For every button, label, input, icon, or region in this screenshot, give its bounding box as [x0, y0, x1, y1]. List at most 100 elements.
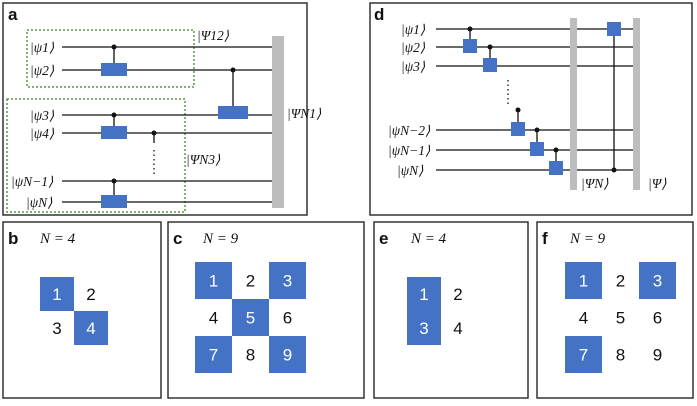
panel-f-frame — [536, 221, 694, 399]
control-dot — [230, 67, 236, 73]
barrier-1 — [570, 18, 577, 190]
barrier — [272, 36, 284, 208]
group-box-lower — [6, 98, 186, 213]
panel-c-label: c — [173, 229, 182, 248]
grid-cell-number: 4 — [209, 309, 218, 328]
panel-e-grid: 1 2 3 4 — [407, 277, 463, 345]
active-cell — [40, 277, 74, 311]
gate-box — [607, 22, 621, 36]
grid-cell-number: 6 — [653, 309, 662, 328]
grid-cell-number: 2 — [616, 272, 625, 291]
group-state-label: |ΨN⟩ — [581, 176, 609, 191]
ket-label: |ψN−1⟩ — [11, 174, 54, 189]
grid-cell-number: 8 — [246, 346, 255, 365]
panel-c-frame — [167, 221, 365, 399]
ket-label: |ψ4⟩ — [30, 126, 55, 141]
grid-cell-number: 3 — [52, 319, 61, 338]
control-dot — [111, 112, 117, 118]
grid-cell-number: 2 — [453, 285, 462, 304]
gate-box — [218, 106, 248, 119]
panel-e-title: N = 4 — [410, 231, 447, 247]
ket-label: |ψN⟩ — [397, 163, 424, 178]
grid-cell-number: 1 — [52, 285, 61, 304]
grid-cell-number: 1 — [209, 272, 218, 291]
grid-cell-number: 7 — [579, 346, 588, 365]
barrier-2 — [633, 18, 640, 190]
gate-box — [101, 195, 127, 208]
panel-b-title: N = 4 — [39, 231, 76, 247]
panel-e-frame — [373, 221, 529, 399]
gate-box — [530, 142, 544, 156]
panel-a-frame — [2, 2, 308, 216]
control-dot — [534, 127, 540, 133]
panel-c-grid: 1 2 3 4 5 6 7 8 9 — [195, 262, 306, 373]
ket-label: |ψ2⟩ — [401, 40, 426, 55]
gate-box — [549, 161, 563, 175]
panel-a-gates — [101, 44, 248, 208]
grid-cell-number: 1 — [579, 272, 588, 291]
group-state-label: |ΨN3⟩ — [186, 152, 221, 167]
panel-b-frame — [2, 221, 162, 399]
group-state-label: |ΨN1⟩ — [287, 106, 322, 121]
ket-label: |ψ3⟩ — [401, 59, 426, 74]
control-dot — [151, 130, 157, 136]
ket-label: |ψN⟩ — [26, 195, 53, 210]
gate-box — [101, 126, 127, 139]
active-cell — [269, 262, 306, 299]
gate-box — [511, 122, 525, 136]
active-cell — [195, 262, 232, 299]
panel-d-gates — [463, 22, 621, 175]
gate-box — [101, 63, 127, 76]
control-dot — [553, 147, 559, 153]
group-state-label: |Ψ12⟩ — [197, 28, 230, 43]
grid-cell-number: 3 — [653, 272, 662, 291]
ket-label: |ψN−1⟩ — [388, 143, 431, 158]
panel-f-label: f — [542, 229, 548, 248]
grid-cell-number: 9 — [283, 346, 292, 365]
grid-cell-number: 8 — [616, 346, 625, 365]
control-dot — [487, 44, 493, 50]
grid-cell-number: 5 — [246, 309, 255, 328]
ket-label: |ψ2⟩ — [30, 63, 55, 78]
grid-cell-number: 2 — [86, 285, 95, 304]
gate-box — [483, 58, 497, 72]
panel-c-title: N = 9 — [202, 231, 239, 247]
panel-d-frame — [369, 2, 693, 216]
active-cell — [232, 299, 269, 336]
grid-cell-number: 4 — [579, 309, 588, 328]
grid-cell-number: 9 — [653, 346, 662, 365]
panel-d-label: d — [374, 5, 384, 24]
grid-cell-number: 7 — [209, 346, 218, 365]
panel-a: a — [2, 2, 322, 216]
grid-cell-number: 1 — [419, 285, 428, 304]
grid-cell-number: 4 — [86, 319, 95, 338]
grid-cell-number: 2 — [246, 272, 255, 291]
control-dot — [467, 26, 473, 32]
ket-label: |ψN−2⟩ — [388, 123, 431, 138]
control-dot — [515, 107, 521, 113]
active-cell — [74, 311, 108, 345]
active-cell — [565, 262, 602, 299]
active-cell — [565, 336, 602, 373]
panel-f-title: N = 9 — [569, 231, 606, 247]
active-cell — [269, 336, 306, 373]
gate-box — [463, 39, 477, 53]
panel-a-kets: |ψ1⟩ |ψ2⟩ |ψ3⟩ |ψ4⟩ |ψN−1⟩ |ψN⟩ |Ψ12⟩ |Ψ… — [11, 28, 322, 210]
panel-b-label: b — [8, 229, 18, 248]
active-cell — [407, 311, 441, 345]
panel-c: c N = 9 1 2 3 4 5 6 7 8 9 — [167, 221, 365, 399]
control-dot — [111, 44, 117, 50]
grid-cell-number: 6 — [283, 309, 292, 328]
control-dot — [611, 167, 617, 173]
ket-label: |ψ3⟩ — [30, 108, 55, 123]
group-state-label: |Ψ⟩ — [648, 176, 667, 191]
group-box-upper — [26, 29, 195, 88]
grid-cell-number: 3 — [283, 272, 292, 291]
active-cell — [407, 277, 441, 311]
grid-cell-number: 4 — [453, 319, 462, 338]
grid-cell-number: 3 — [419, 319, 428, 338]
active-cell — [195, 336, 232, 373]
